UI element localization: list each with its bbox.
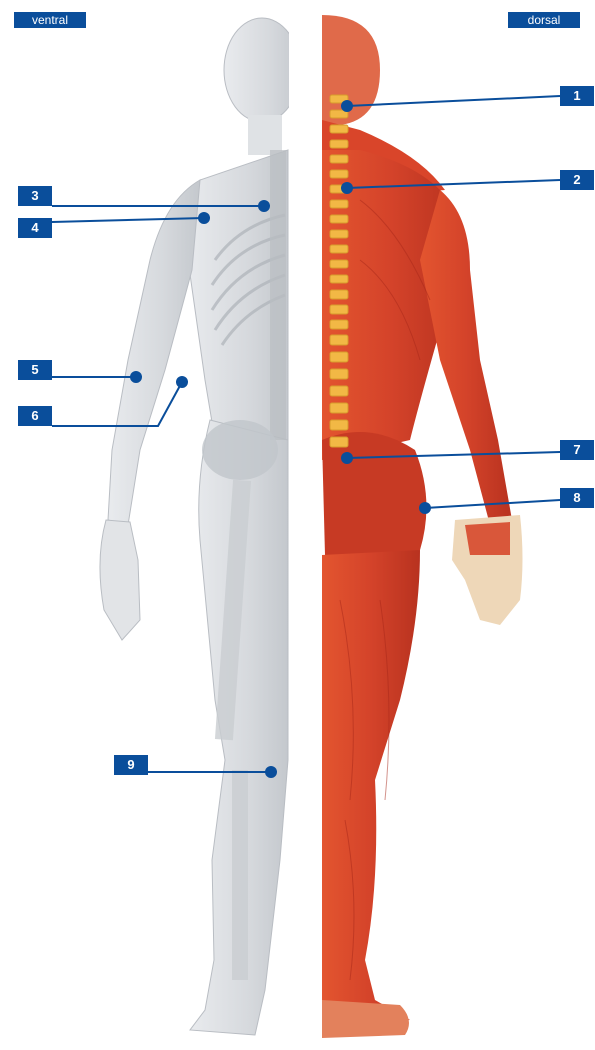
marker-dot-3 <box>258 200 270 212</box>
marker-label-3: 3 <box>18 186 52 206</box>
marker-dot-8 <box>419 502 431 514</box>
leader-line-1 <box>347 96 560 106</box>
marker-label-7: 7 <box>560 440 594 460</box>
marker-dot-4 <box>198 212 210 224</box>
marker-label-8: 8 <box>560 488 594 508</box>
marker-label-5: 5 <box>18 360 52 380</box>
dorsal-body-half <box>322 15 523 1038</box>
marker-dot-1 <box>341 100 353 112</box>
marker-label-1: 1 <box>560 86 594 106</box>
marker-dot-9 <box>265 766 277 778</box>
center-divider <box>289 0 321 1050</box>
marker-dot-5 <box>130 371 142 383</box>
marker-label-4: 4 <box>18 218 52 238</box>
marker-label-2: 2 <box>560 170 594 190</box>
marker-dot-6 <box>176 376 188 388</box>
marker-dot-7 <box>341 452 353 464</box>
ventral-body-half <box>100 18 300 1035</box>
view-label-ventral: ventral <box>14 12 86 28</box>
marker-label-6: 6 <box>18 406 52 426</box>
marker-label-9: 9 <box>114 755 148 775</box>
marker-dot-2 <box>341 182 353 194</box>
view-label-dorsal: dorsal <box>508 12 580 28</box>
